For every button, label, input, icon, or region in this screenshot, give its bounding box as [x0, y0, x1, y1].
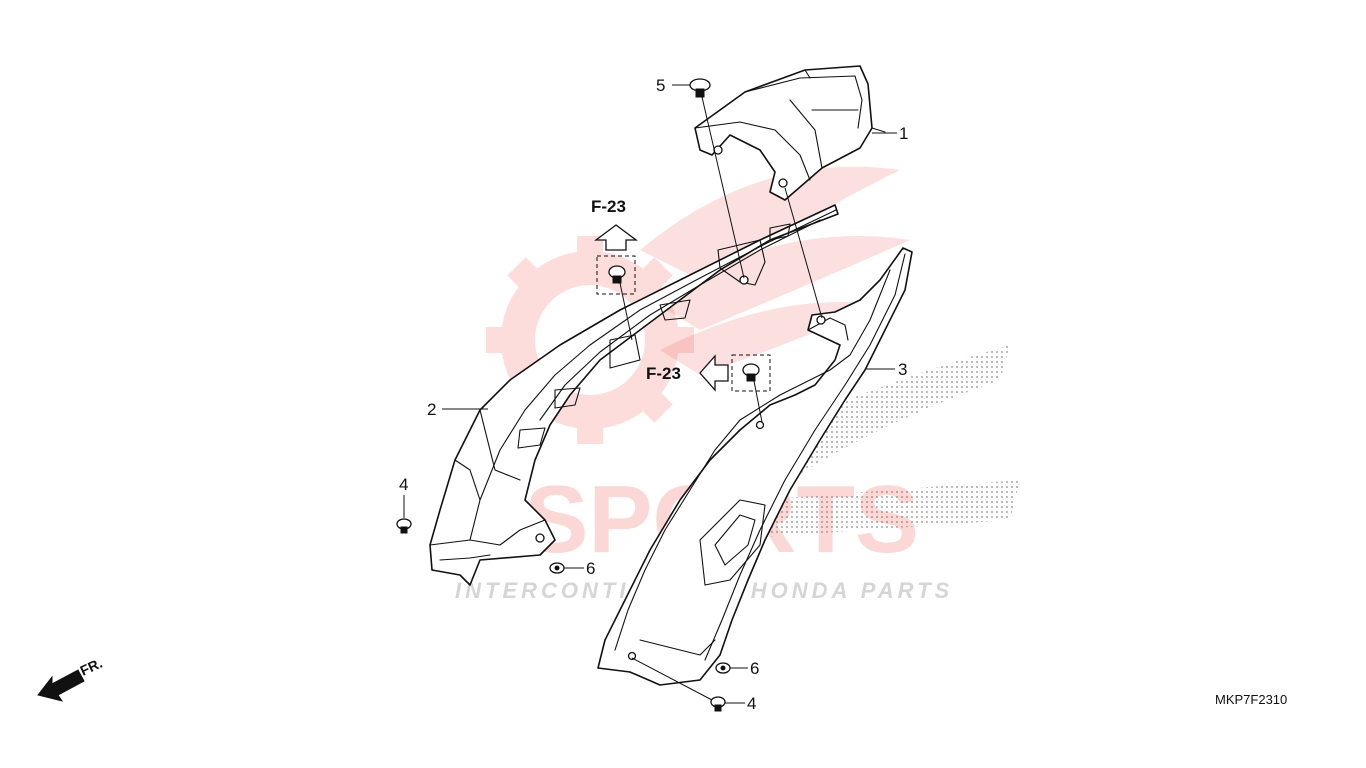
fastener-6-right[interactable] [715, 662, 731, 674]
assembly-lines [619, 96, 823, 701]
front-arrow-icon [37, 669, 85, 702]
fastener-4-left[interactable] [396, 518, 412, 534]
callout-6-right[interactable]: 6 [750, 659, 759, 678]
callout-6-left[interactable]: 6 [586, 559, 595, 578]
part-2-left-side-cover[interactable] [429, 204, 839, 586]
watermark-gear-icon [486, 236, 694, 444]
callout-3[interactable]: 3 [898, 360, 907, 379]
reference-arrow-left [699, 354, 729, 392]
reference-arrow-up [594, 224, 638, 251]
fastener-clip-left[interactable] [596, 255, 636, 295]
fastener-5-screw[interactable] [689, 78, 711, 98]
fastener-clip-right[interactable] [731, 354, 771, 392]
reference-label-f23-middle[interactable]: F-23 [646, 364, 681, 383]
watermark-honda-wing-icon [700, 345, 1020, 540]
drawing-code: MKP7F2310 [1215, 692, 1287, 707]
fastener-4-right[interactable] [710, 696, 726, 712]
front-indicator-label: FR. [78, 655, 105, 679]
part-1-rear-cover[interactable] [694, 65, 886, 201]
callout-5[interactable]: 5 [656, 76, 665, 95]
callout-4-right[interactable]: 4 [747, 694, 756, 713]
callout-2[interactable]: 2 [427, 400, 436, 419]
callout-4-left[interactable]: 4 [399, 475, 408, 494]
reference-label-f23-top[interactable]: F-23 [591, 197, 626, 216]
callout-1[interactable]: 1 [899, 124, 908, 143]
fastener-6-left[interactable] [549, 562, 565, 574]
part-3-right-side-cover[interactable] [597, 247, 913, 686]
